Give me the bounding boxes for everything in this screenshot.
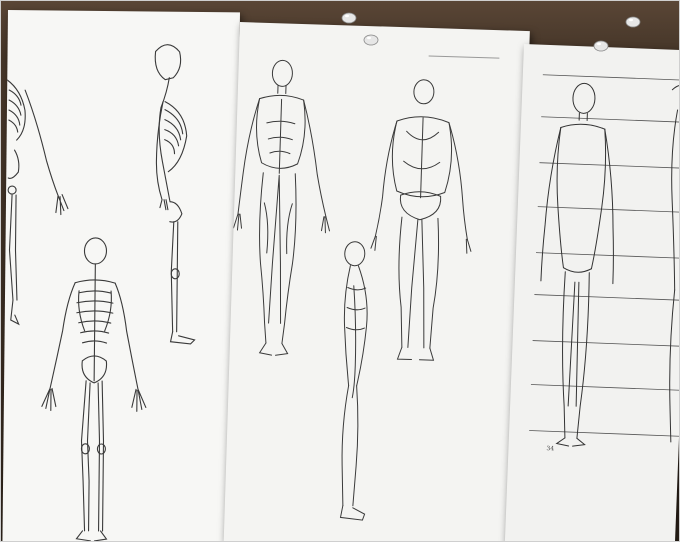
muscle-drawings bbox=[224, 22, 530, 542]
muscle-sheet bbox=[224, 22, 530, 542]
skeleton-back bbox=[40, 237, 147, 541]
skeleton-front-partial bbox=[5, 80, 70, 325]
pin-icon bbox=[624, 14, 642, 30]
pin-icon bbox=[592, 38, 610, 54]
muscles-back bbox=[368, 78, 477, 361]
proportion-drawings bbox=[505, 44, 680, 542]
muscles-front bbox=[230, 59, 335, 357]
muscles-side bbox=[336, 241, 373, 520]
page-number: 34 bbox=[546, 445, 554, 452]
figure-front bbox=[535, 82, 621, 447]
figure-side-partial bbox=[659, 85, 680, 443]
skeleton-sheet bbox=[2, 10, 240, 542]
proportion-sheet: 34 bbox=[505, 44, 680, 542]
pin-icon bbox=[362, 32, 380, 48]
skeleton-side bbox=[152, 45, 197, 344]
pin-icon bbox=[340, 10, 358, 26]
skeleton-drawings bbox=[2, 10, 240, 542]
